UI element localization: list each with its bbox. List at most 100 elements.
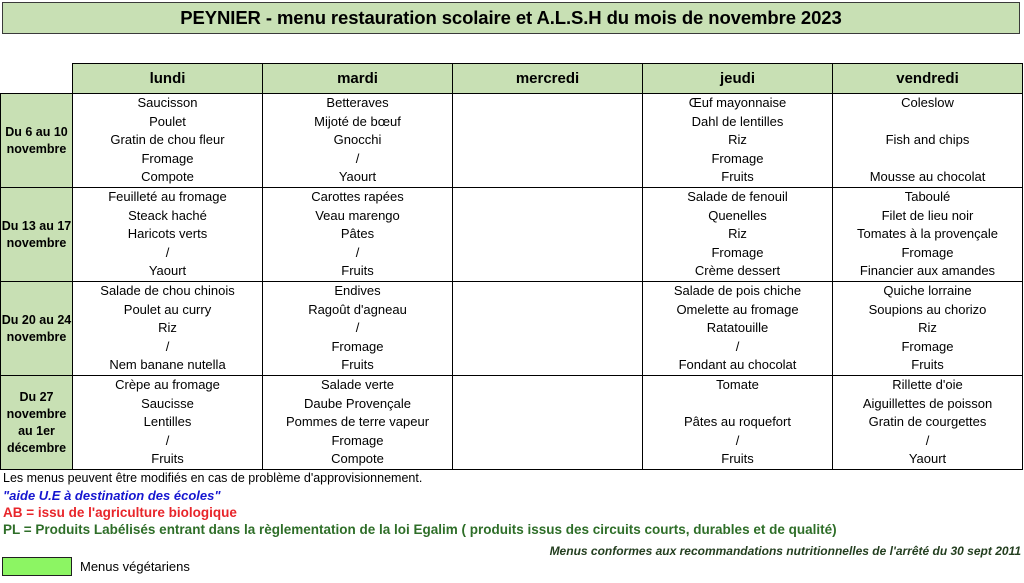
menu-item: Tomate	[716, 377, 759, 393]
legend-vegetarien: Menus végétariens	[2, 557, 190, 576]
menu-item: Riz	[728, 226, 747, 242]
menu-item: Riz	[918, 320, 937, 336]
day-header-vendredi: vendredi	[832, 63, 1023, 94]
menu-item: Lentilles	[143, 414, 192, 430]
menu-item: Fruits	[721, 169, 754, 185]
menu-item: Ratatouille	[706, 320, 769, 336]
menu-item: Compote	[331, 451, 384, 467]
menu-item	[643, 395, 832, 414]
menu-item: Fruits	[341, 263, 374, 279]
menu-item: /	[735, 338, 740, 354]
menu-item: Fromage	[711, 244, 764, 260]
menu-item: Taboulé	[904, 189, 951, 205]
menu-item: Saucisson	[137, 95, 198, 111]
menu-item: Mijoté de bœuf	[314, 113, 401, 129]
menu-item: Fruits	[911, 357, 944, 373]
menu-item: /	[355, 320, 360, 336]
menu-table: lundi mardi mercredi jeudi vendredi Du 6…	[0, 63, 1023, 470]
week-label: Du 6 au 10 novembre	[0, 93, 73, 188]
week-label: Du 20 au 24 novembre	[0, 281, 73, 376]
menu-item: Omelette au fromage	[676, 301, 799, 317]
menu-item: /	[165, 244, 170, 260]
menu-item: Ragoût d'agneau	[308, 301, 407, 317]
page-title-banner: PEYNIER - menu restauration scolaire et …	[2, 2, 1020, 34]
menu-item: Riz	[728, 132, 747, 148]
day-header-mardi: mardi	[262, 63, 453, 94]
table-row: Du 20 au 24 novembre Salade de chou chin…	[0, 281, 1023, 376]
menu-item: Pommes de terre vapeur	[285, 414, 430, 430]
menu-item: Poulet	[149, 113, 186, 129]
menu-item: Quiche lorraine	[883, 283, 972, 299]
menu-item: /	[925, 432, 930, 448]
menu-item: Fromage	[901, 338, 954, 354]
menu-item: Compote	[141, 169, 194, 185]
menu-item: Fish and chips	[885, 132, 970, 148]
menu-item: Fondant au chocolat	[678, 357, 797, 373]
day-header-lundi: lundi	[72, 63, 263, 94]
menu-item: Œuf mayonnaise	[688, 95, 787, 111]
menu-item: Salade de fenouil	[687, 189, 788, 205]
menu-cell-w3-mercredi	[452, 281, 643, 376]
menu-item: Dahl de lentilles	[691, 113, 784, 129]
menu-item: /	[735, 432, 740, 448]
menu-item: Rillette d'oie	[892, 377, 963, 393]
menu-item: Daube Provençale	[304, 395, 411, 411]
menu-item: Pâtes	[340, 226, 375, 242]
menu-item: Nem banane nutella	[109, 357, 226, 373]
menu-item	[833, 150, 1022, 169]
day-header-mercredi: mercredi	[452, 63, 643, 94]
menu-item: Fromage	[141, 150, 194, 166]
menu-item: Riz	[158, 320, 177, 336]
note-modification: Les menus peuvent être modifiés en cas d…	[3, 471, 423, 485]
menu-item: Salade de pois chiche	[673, 283, 802, 299]
menu-item: Endives	[334, 283, 381, 299]
table-row: Du 13 au 17 novembre Feuilleté au fromag…	[0, 187, 1023, 282]
menu-item: Coleslow	[901, 95, 954, 111]
menu-item: Fruits	[341, 357, 374, 373]
menu-item: Soupions au chorizo	[868, 301, 987, 317]
menu-item: Yaourt	[338, 169, 377, 185]
menu-item: /	[355, 150, 360, 166]
menu-item: Quenelles	[708, 207, 767, 223]
menu-item: Yaourt	[908, 451, 947, 467]
note-aide-ue: "aide U.E à destination des écoles"	[3, 488, 221, 503]
menu-item: Salade de chou chinois	[100, 283, 235, 299]
menu-item: Filet de lieu noir	[881, 207, 974, 223]
menu-item: Fromage	[901, 244, 954, 260]
menu-cell-w4-mercredi	[452, 375, 643, 470]
menu-cell-w2-mercredi	[452, 187, 643, 282]
menu-item: Feuilleté au fromage	[108, 189, 227, 205]
menu-item: Poulet au curry	[123, 301, 212, 317]
menu-item: /	[165, 338, 170, 354]
week-label: Du 13 au 17 novembre	[0, 187, 73, 282]
menu-item	[833, 113, 1022, 132]
menu-cell-w1-vendredi: Coleslow Fish and chips Mousse au chocol…	[832, 93, 1023, 188]
menu-item: Saucisse	[141, 395, 194, 411]
menu-item: Veau marengo	[315, 207, 400, 223]
menu-item: Gratin de courgettes	[868, 414, 987, 430]
corner-cell	[1, 64, 73, 94]
note-ab-legend: AB = issu de l'agriculture biologique	[3, 505, 237, 520]
footer-notes: Les menus peuvent être modifiés en cas d…	[3, 470, 1021, 558]
page-title: PEYNIER - menu restauration scolaire et …	[180, 7, 842, 28]
menu-item: Fruits	[151, 451, 184, 467]
legend-color-swatch	[2, 557, 72, 576]
note-conformity: Menus conformes aux recommandations nutr…	[549, 544, 1021, 558]
menu-item: Crème dessert	[694, 263, 781, 279]
menu-item: Fromage	[331, 432, 384, 448]
menu-item: Pâtes au roquefort	[684, 414, 791, 430]
